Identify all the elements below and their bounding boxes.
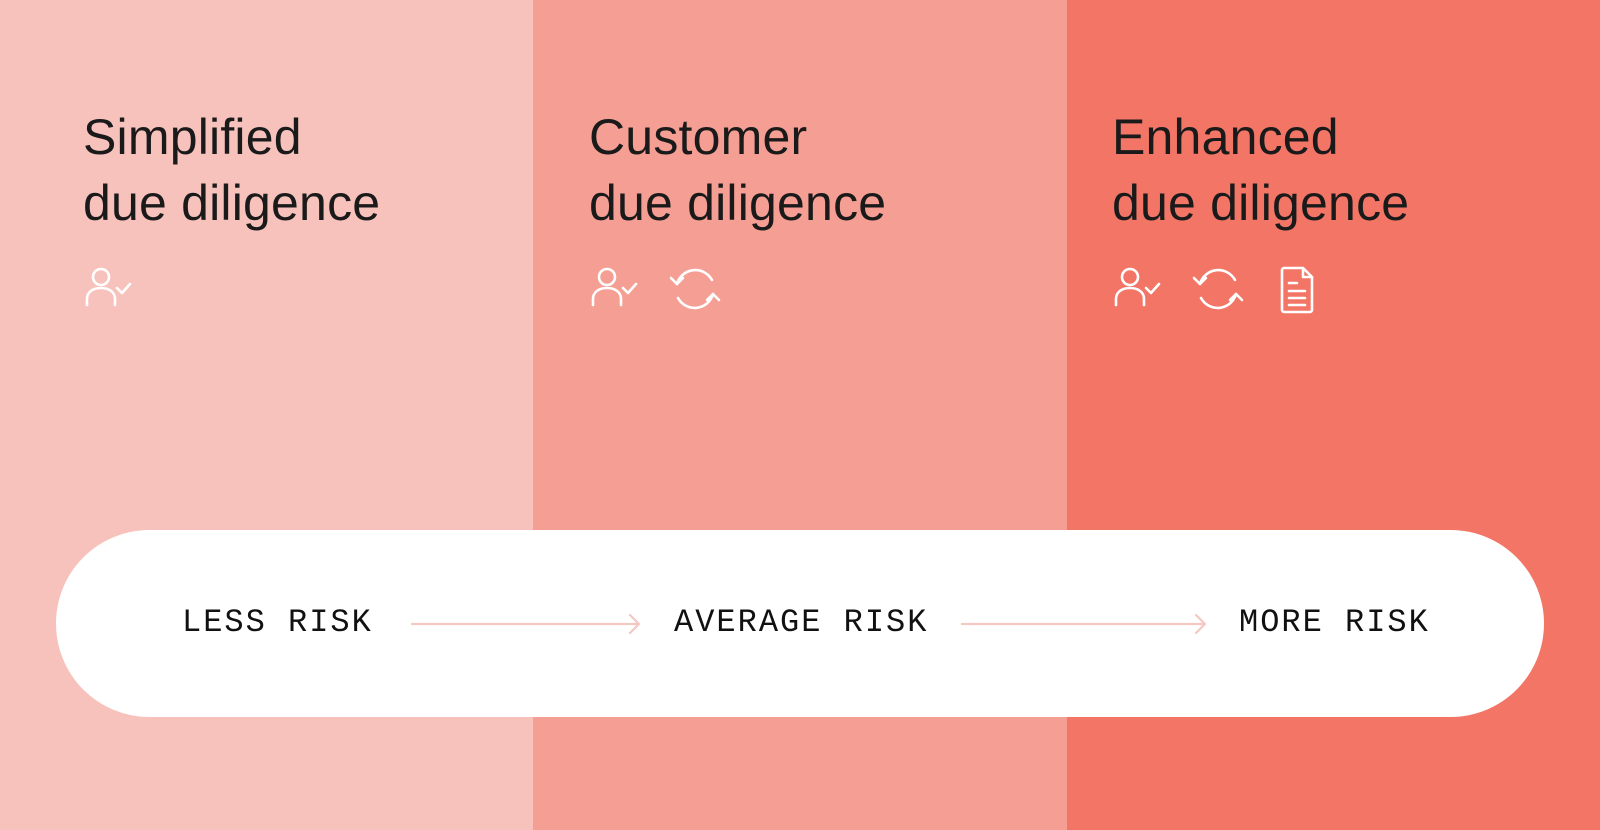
icon-row (1112, 264, 1324, 316)
arrow-right-icon (960, 612, 1208, 636)
average-risk-label: AVERAGE RISK (674, 604, 929, 641)
title-line-2: due diligence (1112, 175, 1410, 231)
icon-row (83, 264, 135, 316)
column-title: Simplified due diligence (83, 104, 380, 236)
user-check-icon (83, 264, 135, 316)
refresh-icon (1192, 264, 1244, 316)
icon-row (589, 264, 721, 316)
column-title: Enhanced due diligence (1112, 104, 1409, 236)
title-line-1: Customer (589, 109, 808, 165)
document-icon (1272, 264, 1324, 316)
user-check-icon (1112, 264, 1164, 316)
arrow-right-icon (410, 612, 642, 636)
title-line-1: Simplified (83, 109, 302, 165)
title-line-2: due diligence (589, 175, 887, 231)
risk-scale-bar: LESS RISK AVERAGE RISK MORE RISK (56, 530, 1544, 717)
user-check-icon (589, 264, 641, 316)
less-risk-label: LESS RISK (182, 604, 373, 641)
title-line-2: due diligence (83, 175, 381, 231)
refresh-icon (669, 264, 721, 316)
column-title: Customer due diligence (589, 104, 886, 236)
title-line-1: Enhanced (1112, 109, 1339, 165)
more-risk-label: MORE RISK (1239, 604, 1430, 641)
